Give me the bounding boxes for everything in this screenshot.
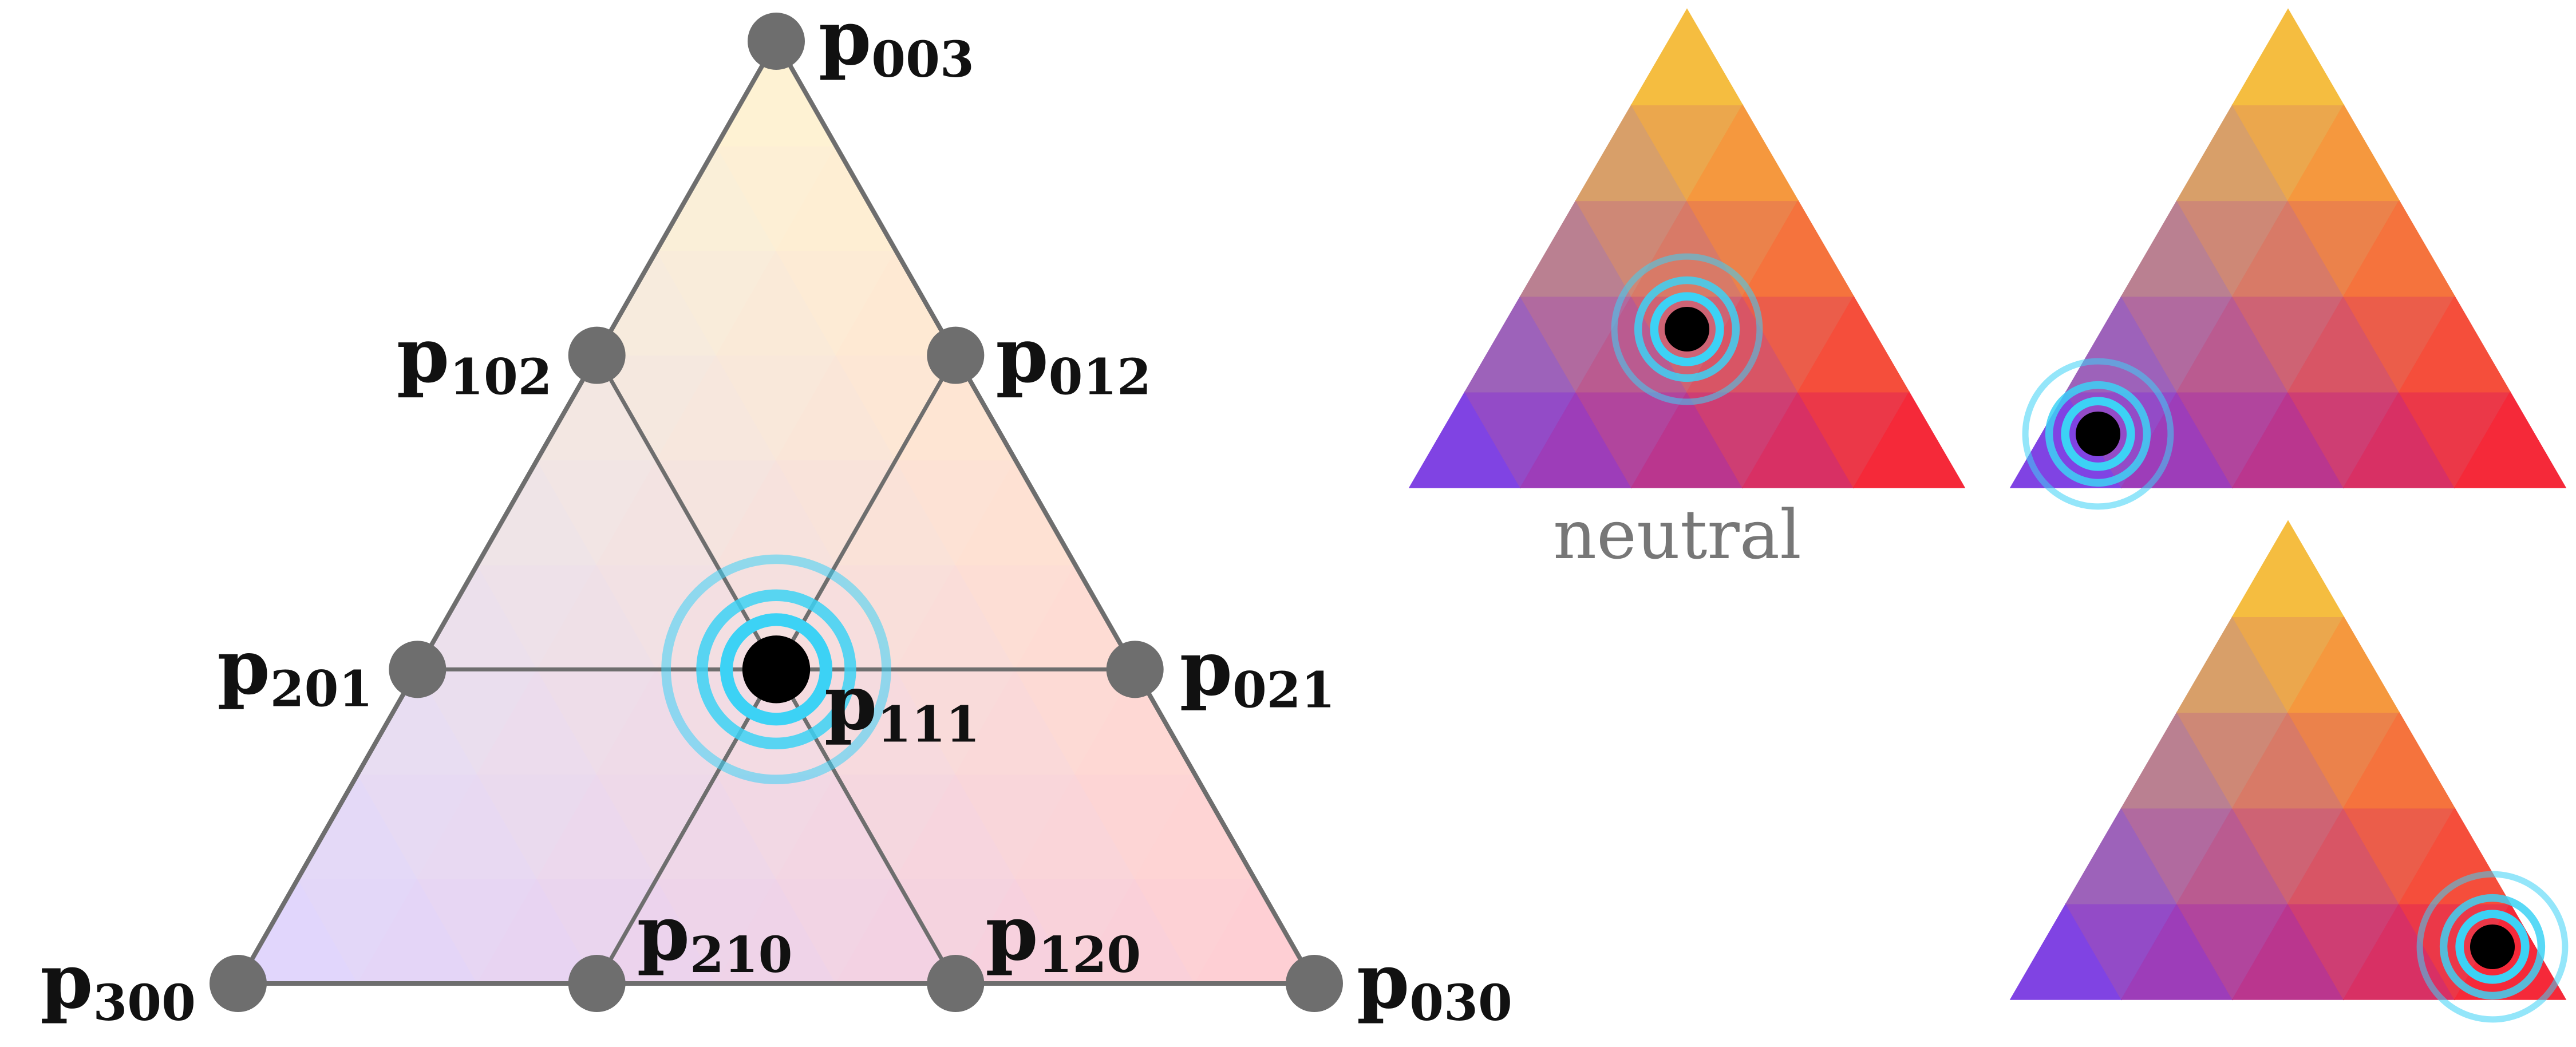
label-base: p: [824, 658, 877, 747]
control-point-label-p003: p003: [819, 0, 974, 89]
thumbnail-right-weighted: [2009, 520, 2569, 1023]
thumb-0-cell-15: [1797, 295, 1910, 393]
control-point-p102: [568, 326, 626, 384]
control-point-p120: [927, 955, 985, 1012]
thumb-1-cell-23: [2287, 104, 2400, 202]
thumb-0-cell-23: [1686, 104, 1799, 202]
control-point-p300: [210, 955, 267, 1012]
main-target-ring-outer: [661, 554, 891, 785]
control-point-label-p021: p021: [1180, 624, 1336, 719]
control-point-p012: [927, 326, 985, 384]
thumb-0-cell-24: [1630, 8, 1744, 105]
main-target-ring-mid: [696, 589, 856, 750]
thumb-1-target-ring-outer: [2022, 358, 2174, 510]
label-index: 111: [877, 696, 980, 753]
control-points: [210, 13, 1343, 1012]
thumb-0-target-center: [1664, 306, 1710, 352]
thumb-0-target-ring-inner: [1650, 292, 1724, 366]
control-point-label-p210: p210: [637, 889, 793, 984]
label-base: p: [1180, 624, 1232, 713]
label-index: 030: [1409, 974, 1512, 1032]
thumb-2-cell-24: [2231, 520, 2345, 617]
label-index: 003: [871, 31, 974, 89]
label-base: p: [1357, 937, 1409, 1026]
thumb-2-target-ring-inner: [2455, 910, 2530, 984]
thumb-1-cell-24: [2231, 8, 2345, 105]
label-index: 300: [93, 974, 196, 1032]
control-point-label-p120: p120: [985, 889, 1141, 984]
label-index: 102: [449, 349, 552, 406]
thumb-1-cell-15: [2398, 295, 2511, 393]
control-point-p021: [1106, 641, 1164, 698]
label-index: 012: [1049, 349, 1152, 406]
thumb-2-target-ring-outer: [2416, 871, 2569, 1023]
thumb-1-target-ring-mid: [2045, 381, 2151, 487]
thumb-0-target-ring-mid: [1634, 276, 1740, 382]
label-base: p: [218, 623, 270, 712]
thumb-1-target-center: [2075, 411, 2121, 457]
thumb-1-target-ring-inner: [2061, 397, 2135, 471]
label-base: p: [397, 311, 449, 400]
thumb-1-cell-20: [2342, 199, 2456, 297]
thumbnail-left-weighted: [2009, 8, 2567, 510]
label-base: p: [995, 311, 1048, 400]
control-point-label-p102: p102: [397, 311, 552, 406]
control-point-label-p111: p111: [824, 658, 980, 753]
label-base: p: [985, 889, 1038, 978]
thumb-2-cell-23: [2287, 615, 2400, 713]
label-index: 210: [690, 926, 793, 984]
control-point-p003: [748, 13, 805, 70]
label-index: 120: [1038, 926, 1141, 984]
thumb-0-cell-20: [1741, 199, 1855, 297]
control-point-p210: [568, 955, 626, 1012]
control-point-p030: [1286, 955, 1343, 1012]
thumb-2-target-center: [2470, 924, 2515, 970]
thumb-1-cell-8: [2453, 391, 2567, 488]
main-triangle-outline: [236, 39, 1317, 986]
control-point-label-p300: p300: [40, 937, 196, 1032]
label-index: 201: [270, 660, 373, 718]
label-base: p: [819, 0, 871, 82]
main-triangle-fill: [237, 40, 1315, 985]
main-target-center: [742, 635, 811, 704]
control-point-label-p030: p030: [1357, 937, 1512, 1032]
label-base: p: [40, 937, 93, 1026]
thumb-0-cell-8: [1852, 391, 1966, 488]
thumb-0-target-ring-outer: [1611, 253, 1763, 405]
main-target-icon: [661, 554, 891, 785]
main-target-ring-inner: [720, 613, 833, 726]
thumbnail-neutral: [1408, 8, 1966, 489]
label-base: p: [637, 889, 690, 978]
thumb-2-cell-20: [2342, 711, 2456, 809]
thumb-2-target-ring-mid: [2439, 894, 2546, 1000]
thumbnail-caption-neutral: neutral: [1553, 495, 1801, 574]
label-index: 021: [1232, 661, 1336, 719]
control-point-p201: [389, 641, 447, 698]
thumb-2-cell-15: [2398, 807, 2511, 904]
control-point-label-p012: p012: [995, 311, 1151, 406]
control-point-label-p201: p201: [218, 623, 373, 718]
